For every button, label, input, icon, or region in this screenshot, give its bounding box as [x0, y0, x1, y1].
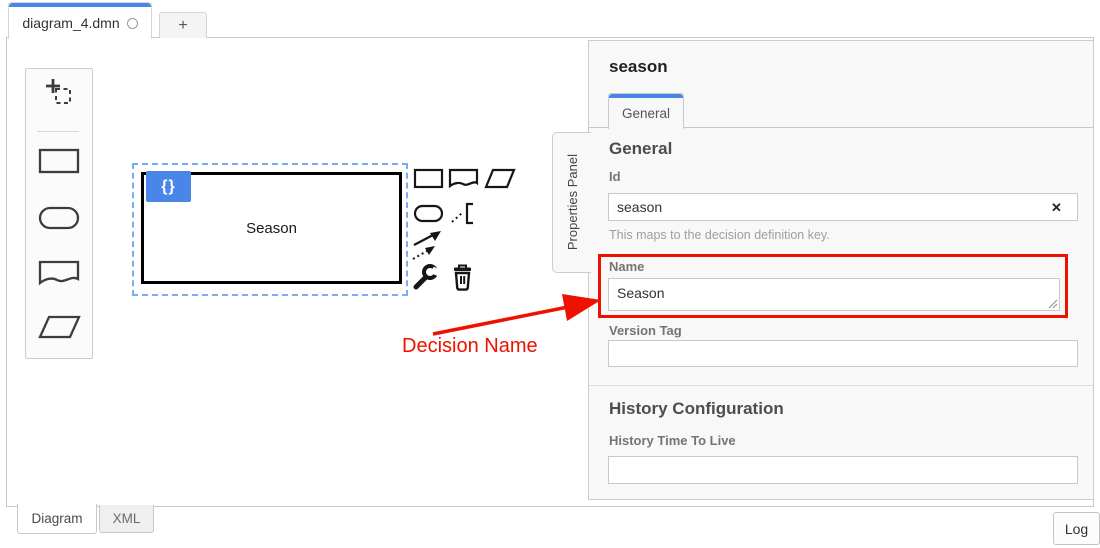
panel-tab-divider: [589, 127, 1093, 128]
lasso-tool[interactable]: [37, 75, 81, 109]
text-annotation-icon: [451, 202, 473, 225]
tab-general-label: General: [621, 105, 671, 121]
knowledge-source-shape-icon: [38, 260, 80, 286]
properties-panel: season General General Id ✕ This maps to…: [588, 40, 1094, 500]
name-field-wrap: Season: [608, 278, 1060, 311]
context-pad-delete[interactable]: [449, 263, 476, 292]
create-input-data-tool[interactable]: [37, 201, 81, 235]
tab-xml[interactable]: XML: [99, 505, 154, 533]
connect-arrows-icon: [412, 231, 441, 260]
context-pad-append-decision[interactable]: [413, 166, 445, 192]
palette: [25, 68, 93, 359]
wrench-icon: [413, 264, 439, 290]
clear-id-button[interactable]: ✕: [1051, 200, 1062, 215]
history-ttl-label: History Time To Live: [609, 433, 736, 448]
decision-shape-icon: [413, 168, 444, 189]
context-pad-append-text-annotation[interactable]: [449, 201, 481, 227]
resize-grip-icon[interactable]: [1048, 299, 1058, 309]
tab-general[interactable]: General: [608, 93, 684, 129]
new-tab-button[interactable]: +: [159, 12, 207, 38]
decision-shape-icon: [38, 148, 80, 174]
knowledge-source-shape-icon: [448, 168, 479, 189]
file-tab-diagram-4[interactable]: diagram_4.dmn: [8, 2, 152, 39]
unsaved-indicator-icon: [126, 17, 138, 29]
input-data-shape-icon: [38, 206, 80, 230]
version-tag-label: Version Tag: [609, 323, 682, 338]
id-help-text: This maps to the decision definition key…: [609, 228, 830, 242]
trash-icon: [454, 264, 471, 291]
name-field[interactable]: Season: [608, 278, 1060, 311]
business-knowledge-shape-icon: [484, 168, 516, 189]
create-decision-tool[interactable]: [37, 144, 81, 178]
create-business-knowledge-tool[interactable]: [37, 310, 81, 344]
business-knowledge-shape-icon: [38, 315, 81, 339]
tab-diagram[interactable]: Diagram: [17, 504, 97, 534]
context-pad-append-business-knowledge[interactable]: [484, 166, 516, 192]
file-tab-label: diagram_4.dmn: [22, 14, 120, 31]
properties-panel-toggle-label: Properties Panel: [564, 154, 580, 251]
group-heading-history: History Configuration: [609, 399, 784, 418]
context-pad-append-input-data[interactable]: [413, 201, 445, 227]
selection-outline: [132, 163, 408, 296]
group-heading-general: General: [609, 139, 673, 158]
name-field-label: Name: [609, 259, 645, 274]
palette-separator: [37, 131, 79, 132]
id-field-label: Id: [609, 169, 621, 184]
group-divider: [589, 385, 1093, 386]
active-tab-stripe: [609, 94, 683, 98]
version-tag-field[interactable]: [608, 340, 1078, 367]
input-data-shape-icon: [413, 204, 444, 223]
active-tab-stripe: [9, 3, 151, 7]
id-field[interactable]: [608, 193, 1078, 221]
panel-title: season: [609, 57, 668, 76]
literal-expression-badge[interactable]: {}: [146, 171, 191, 202]
decision-shape-label: Season: [246, 219, 297, 237]
lasso-tool-icon: [46, 79, 71, 104]
context-pad-connect[interactable]: [411, 229, 449, 263]
create-knowledge-source-tool[interactable]: [37, 256, 81, 290]
context-pad-append-knowledge-source[interactable]: [448, 166, 480, 192]
history-ttl-field[interactable]: [608, 456, 1078, 484]
properties-panel-toggle[interactable]: Properties Panel: [552, 132, 591, 273]
log-button[interactable]: Log: [1053, 512, 1100, 545]
context-pad-edit[interactable]: [412, 264, 439, 291]
